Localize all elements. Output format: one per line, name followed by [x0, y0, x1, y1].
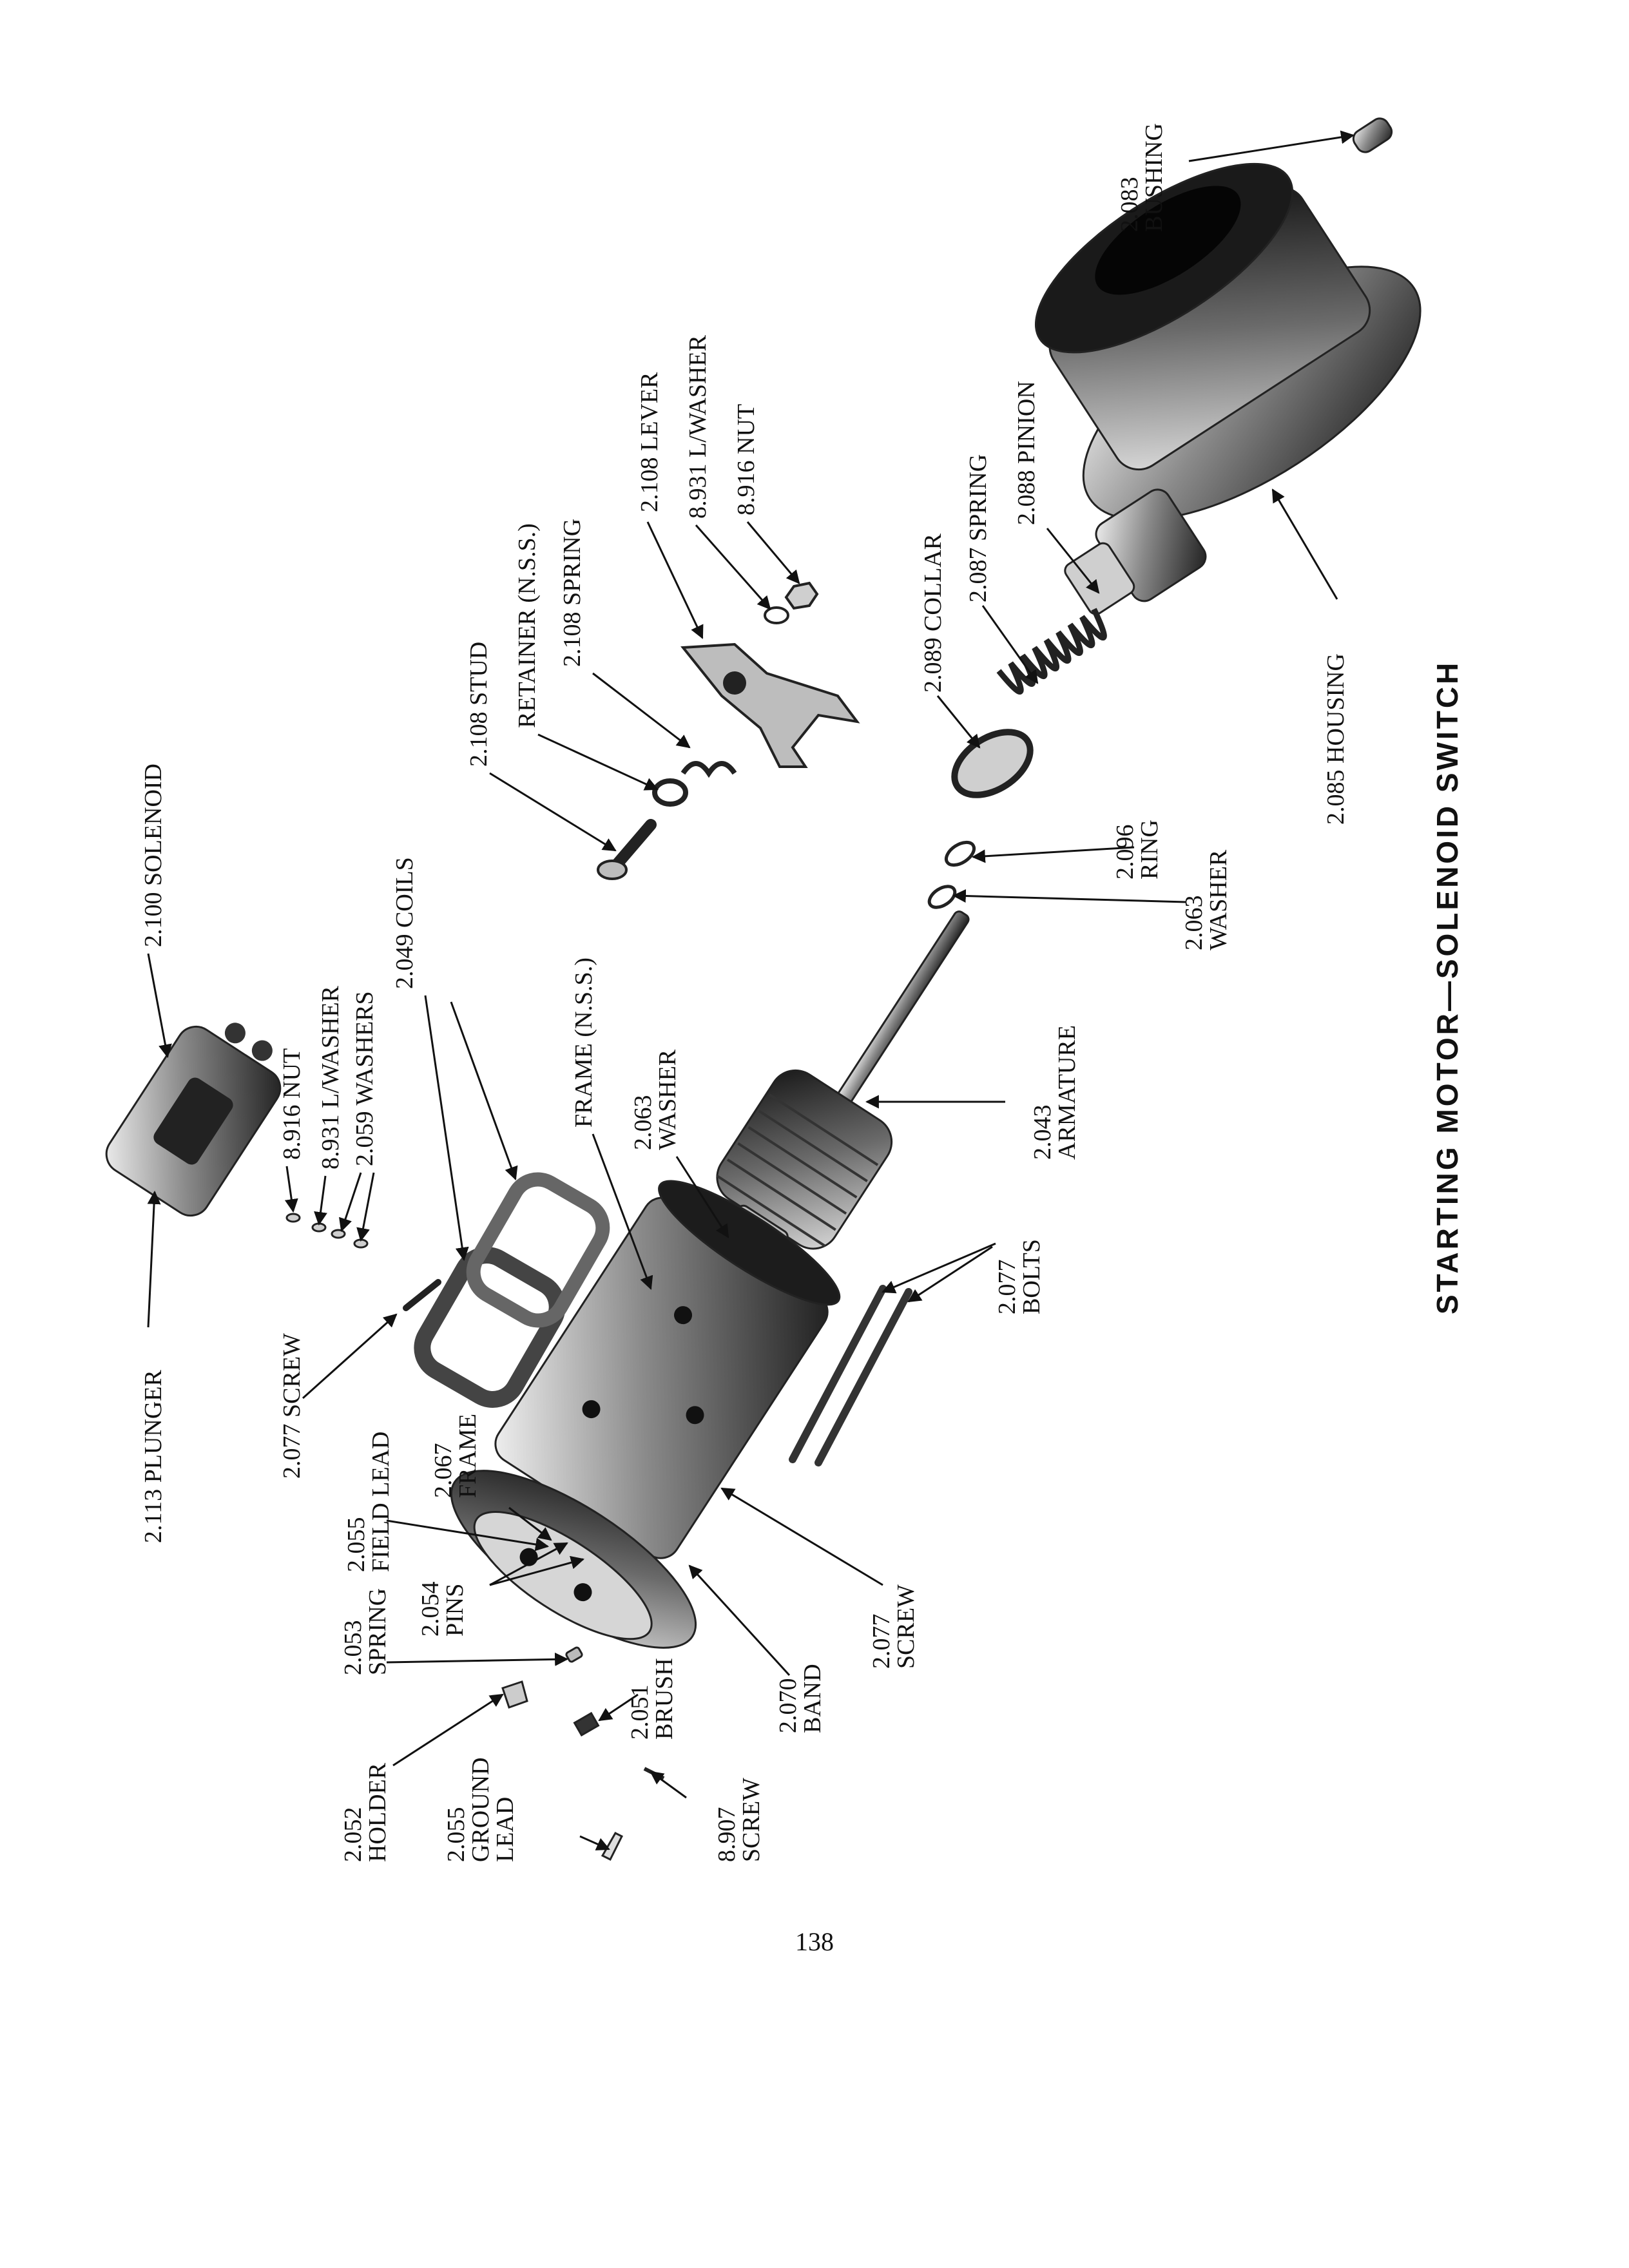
label-lwasher-931-top: 8.931 L/WASHER [684, 334, 711, 519]
field-coils-illustration [414, 1172, 610, 1408]
label-brush: 2.051BRUSH [626, 1658, 678, 1740]
lever-fasteners-illustration [764, 581, 819, 624]
label-solenoid: 2.100 SOLENOID [140, 764, 167, 947]
label-frame-nss: FRAME (N.S.S.) [570, 957, 597, 1128]
coil-screw-illustration [403, 1279, 441, 1311]
label-stud: 2.108 STUD [465, 642, 492, 767]
diagram-title: STARTING MOTOR—SOLENOID SWITCH [1431, 660, 1464, 1314]
label-band: 2.070BAND [775, 1664, 826, 1733]
part-labels: 2.083BUSHING 2.085 HOUSING 2.088 PINION … [140, 123, 1349, 1862]
label-washer-063-top: 2.063WASHER [1181, 849, 1232, 950]
label-spring-108: 2.108 SPRING [559, 519, 586, 667]
label-washer-063-mid: 2.063WASHER [630, 1049, 681, 1150]
label-pinion: 2.088 PINION [1013, 381, 1040, 525]
stud-assembly-illustration [597, 761, 737, 880]
leader-lines [147, 130, 1355, 1850]
collar-illustration [951, 729, 1034, 798]
label-lever: 2.108 LEVER [636, 372, 663, 512]
label-bushing: 2.083BUSHING [1116, 123, 1168, 232]
label-holder: 2.052HOLDER [340, 1762, 391, 1862]
parts-illustration [105, 117, 1422, 1861]
label-ground-lead: 2.055GROUNDLEAD [443, 1757, 519, 1862]
label-armature: 2.043ARMATURE [1029, 1025, 1081, 1160]
label-spring-087: 2.087 SPRING [965, 454, 992, 602]
label-lwasher-931: 8.931 L/WASHER [317, 985, 344, 1169]
label-plunger: 2.113 PLUNGER [140, 1370, 167, 1543]
label-field-lead: 2.055FIELD LEAD [343, 1432, 394, 1572]
label-nut-916-top: 8.916 NUT [733, 404, 760, 515]
label-pins: 2.054PINS [417, 1582, 468, 1637]
solenoid-illustration [105, 1023, 282, 1217]
brush-parts-illustration [501, 1646, 665, 1861]
label-nut-916: 8.916 NUT [278, 1048, 305, 1160]
label-housing: 2.085 HOUSING [1322, 653, 1349, 825]
label-bolts: 2.077BOLTS [994, 1239, 1045, 1314]
page-number: 138 [795, 1927, 834, 1956]
label-collar: 2.089 COLLAR [920, 533, 947, 693]
label-spring-053: 2.053SPRING [340, 1588, 391, 1675]
label-ring: 2.096RING [1112, 820, 1163, 879]
bushing-illustration [1352, 117, 1393, 153]
label-screw-077-bottom: 2.077SCREW [868, 1584, 920, 1669]
label-frame-067: 2.067FRAME [430, 1414, 481, 1498]
label-washers-059: 2.059 WASHERS [351, 991, 378, 1166]
housing-illustration [1034, 162, 1422, 521]
ring-illustration [944, 840, 976, 867]
label-retainer: RETAINER (N.S.S.) [514, 523, 541, 728]
label-coils: 2.049 COILS [391, 857, 418, 989]
label-screw-077-left: 2.077 SCREW [278, 1333, 305, 1479]
lever-illustration [680, 642, 860, 768]
solenoid-small-parts-illustration [285, 1213, 369, 1249]
through-bolts-illustration [789, 1285, 912, 1466]
frame-illustration [494, 1180, 841, 1559]
washer-top-illustration [927, 885, 957, 909]
pinion-illustration [1064, 488, 1207, 615]
label-screw-907: 8.907SCREW [713, 1778, 765, 1862]
